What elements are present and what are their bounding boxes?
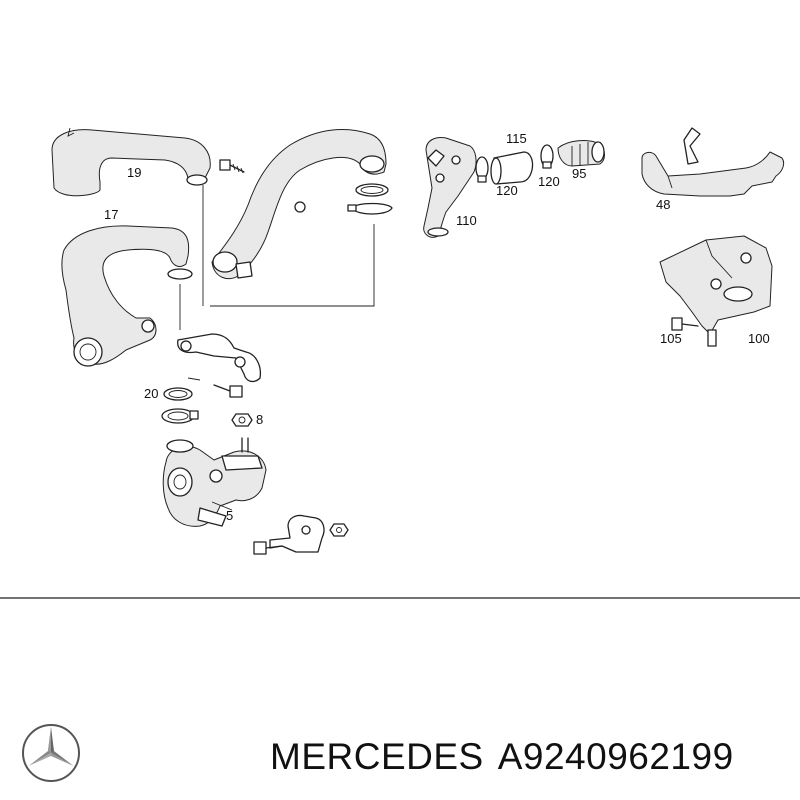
air-hose-icon <box>557 140 605 167</box>
support-bracket <box>177 333 262 383</box>
callout-115: 115 <box>506 131 527 146</box>
brand-name: MERCEDES <box>270 736 484 777</box>
callout-95: 95 <box>572 166 586 181</box>
center-hose <box>211 129 387 280</box>
callout-8: 8 <box>256 412 263 427</box>
callout-120-left: 120 <box>496 183 518 198</box>
callout-17: 17 <box>104 207 118 222</box>
nut-icon <box>329 523 349 537</box>
part-19-pipe <box>51 127 211 197</box>
hose-sleeve-icon <box>490 151 534 185</box>
callout-48: 48 <box>656 197 670 212</box>
callout-120-right: 120 <box>538 174 560 189</box>
callout-19: 19 <box>127 165 141 180</box>
callout-20: 20 <box>144 386 158 401</box>
o-ring-icon <box>355 183 389 197</box>
callout-100: 100 <box>748 331 770 346</box>
bolt-icon <box>253 541 283 555</box>
part-110-intake-duct <box>423 137 477 238</box>
bolt-icon <box>213 384 243 398</box>
part-number: A9240962199 <box>497 736 734 777</box>
clamp-ring-icon <box>161 408 199 424</box>
mercedes-star-icon <box>22 724 80 782</box>
part-17-pipe <box>61 225 193 367</box>
part-48-heat-shield <box>641 127 785 197</box>
bolt-icon <box>219 159 245 174</box>
bolt-icon <box>671 317 699 331</box>
callout-105: 105 <box>660 331 682 346</box>
part-caption: MERCEDES A9240962199 <box>270 736 748 778</box>
turbocharger <box>162 437 267 527</box>
small-clamp-icon <box>540 144 554 169</box>
small-clamp-icon <box>475 156 489 183</box>
mount-bracket <box>269 514 325 553</box>
leader-lines <box>179 185 375 511</box>
callout-5: 5 <box>226 508 233 523</box>
part-100-mounting-plate <box>659 235 773 347</box>
gasket-ring-icon <box>163 387 193 401</box>
callout-110: 110 <box>456 213 477 228</box>
callout-labels: 19 17 20 8 5 115 120 120 95 110 48 105 1… <box>104 131 770 523</box>
hose-clamp-icon <box>347 202 393 215</box>
nut-icon <box>231 413 253 427</box>
